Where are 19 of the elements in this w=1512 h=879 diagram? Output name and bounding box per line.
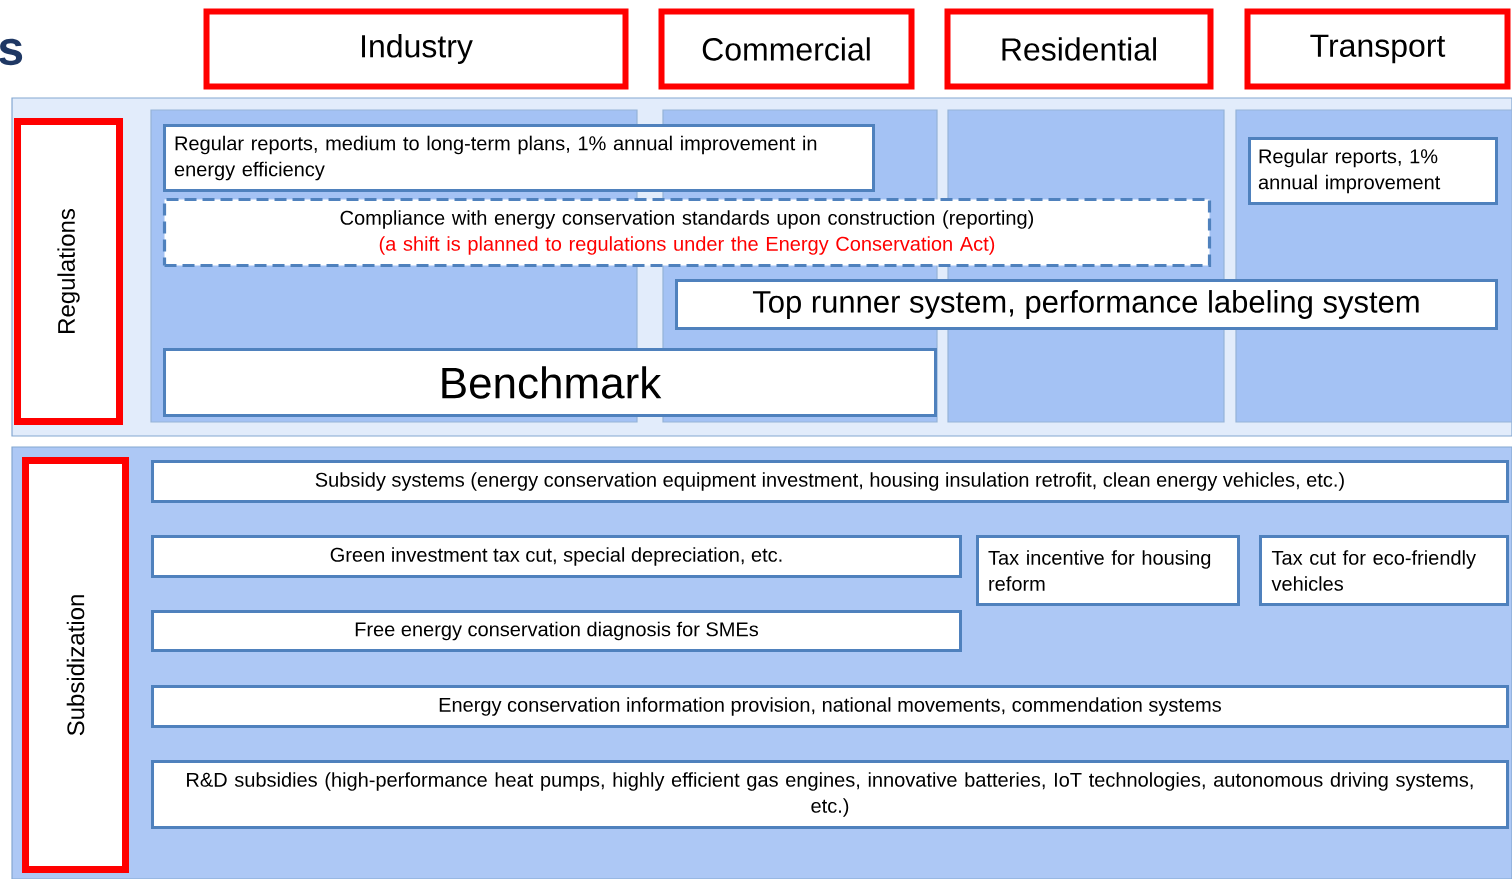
header-box: Commercial <box>658 8 915 90</box>
policy-box: R&D subsidies (high-performance heat pumps, highly efficient gas engines, innovative batteries, IoT technologies, autonomous driving systems, etc.) <box>151 760 1509 829</box>
policy-box: Regular reports, 1% annual improvement <box>1248 137 1498 205</box>
policy-box: Energy conservation information provision, national movements, commendation systems <box>151 685 1509 728</box>
header-box: Transport <box>1244 8 1511 90</box>
title-fragment: s <box>0 38 23 66</box>
policy-box: Tax cut for eco-friendly vehicles <box>1259 535 1509 606</box>
policy-box: Free energy conservation diagnosis for SMEs <box>151 610 962 652</box>
category-box: Subsidization <box>22 457 129 873</box>
policy-box: Green investment tax cut, special depreciation, etc. <box>151 535 962 578</box>
policy-box: Compliance with energy conservation standards upon construction (reporting) (a shift is planned to regulations under the Energy Conservation Act) <box>162 197 1212 268</box>
policy-box: Top runner system, performance labeling system <box>675 279 1498 330</box>
policy-box: Benchmark <box>163 348 937 417</box>
header-box: Industry <box>203 8 629 90</box>
header-box: Residential <box>944 8 1214 90</box>
policy-box: Subsidy systems (energy conservation equipment investment, housing insulation retrofit, clean energy vehicles, etc.) <box>151 460 1509 503</box>
policy-box: Regular reports, medium to long-term plans, 1% annual improvement in energy efficiency <box>163 124 875 192</box>
category-box: Regulations <box>14 118 123 425</box>
policy-box: Tax incentive for housing reform <box>976 535 1240 606</box>
